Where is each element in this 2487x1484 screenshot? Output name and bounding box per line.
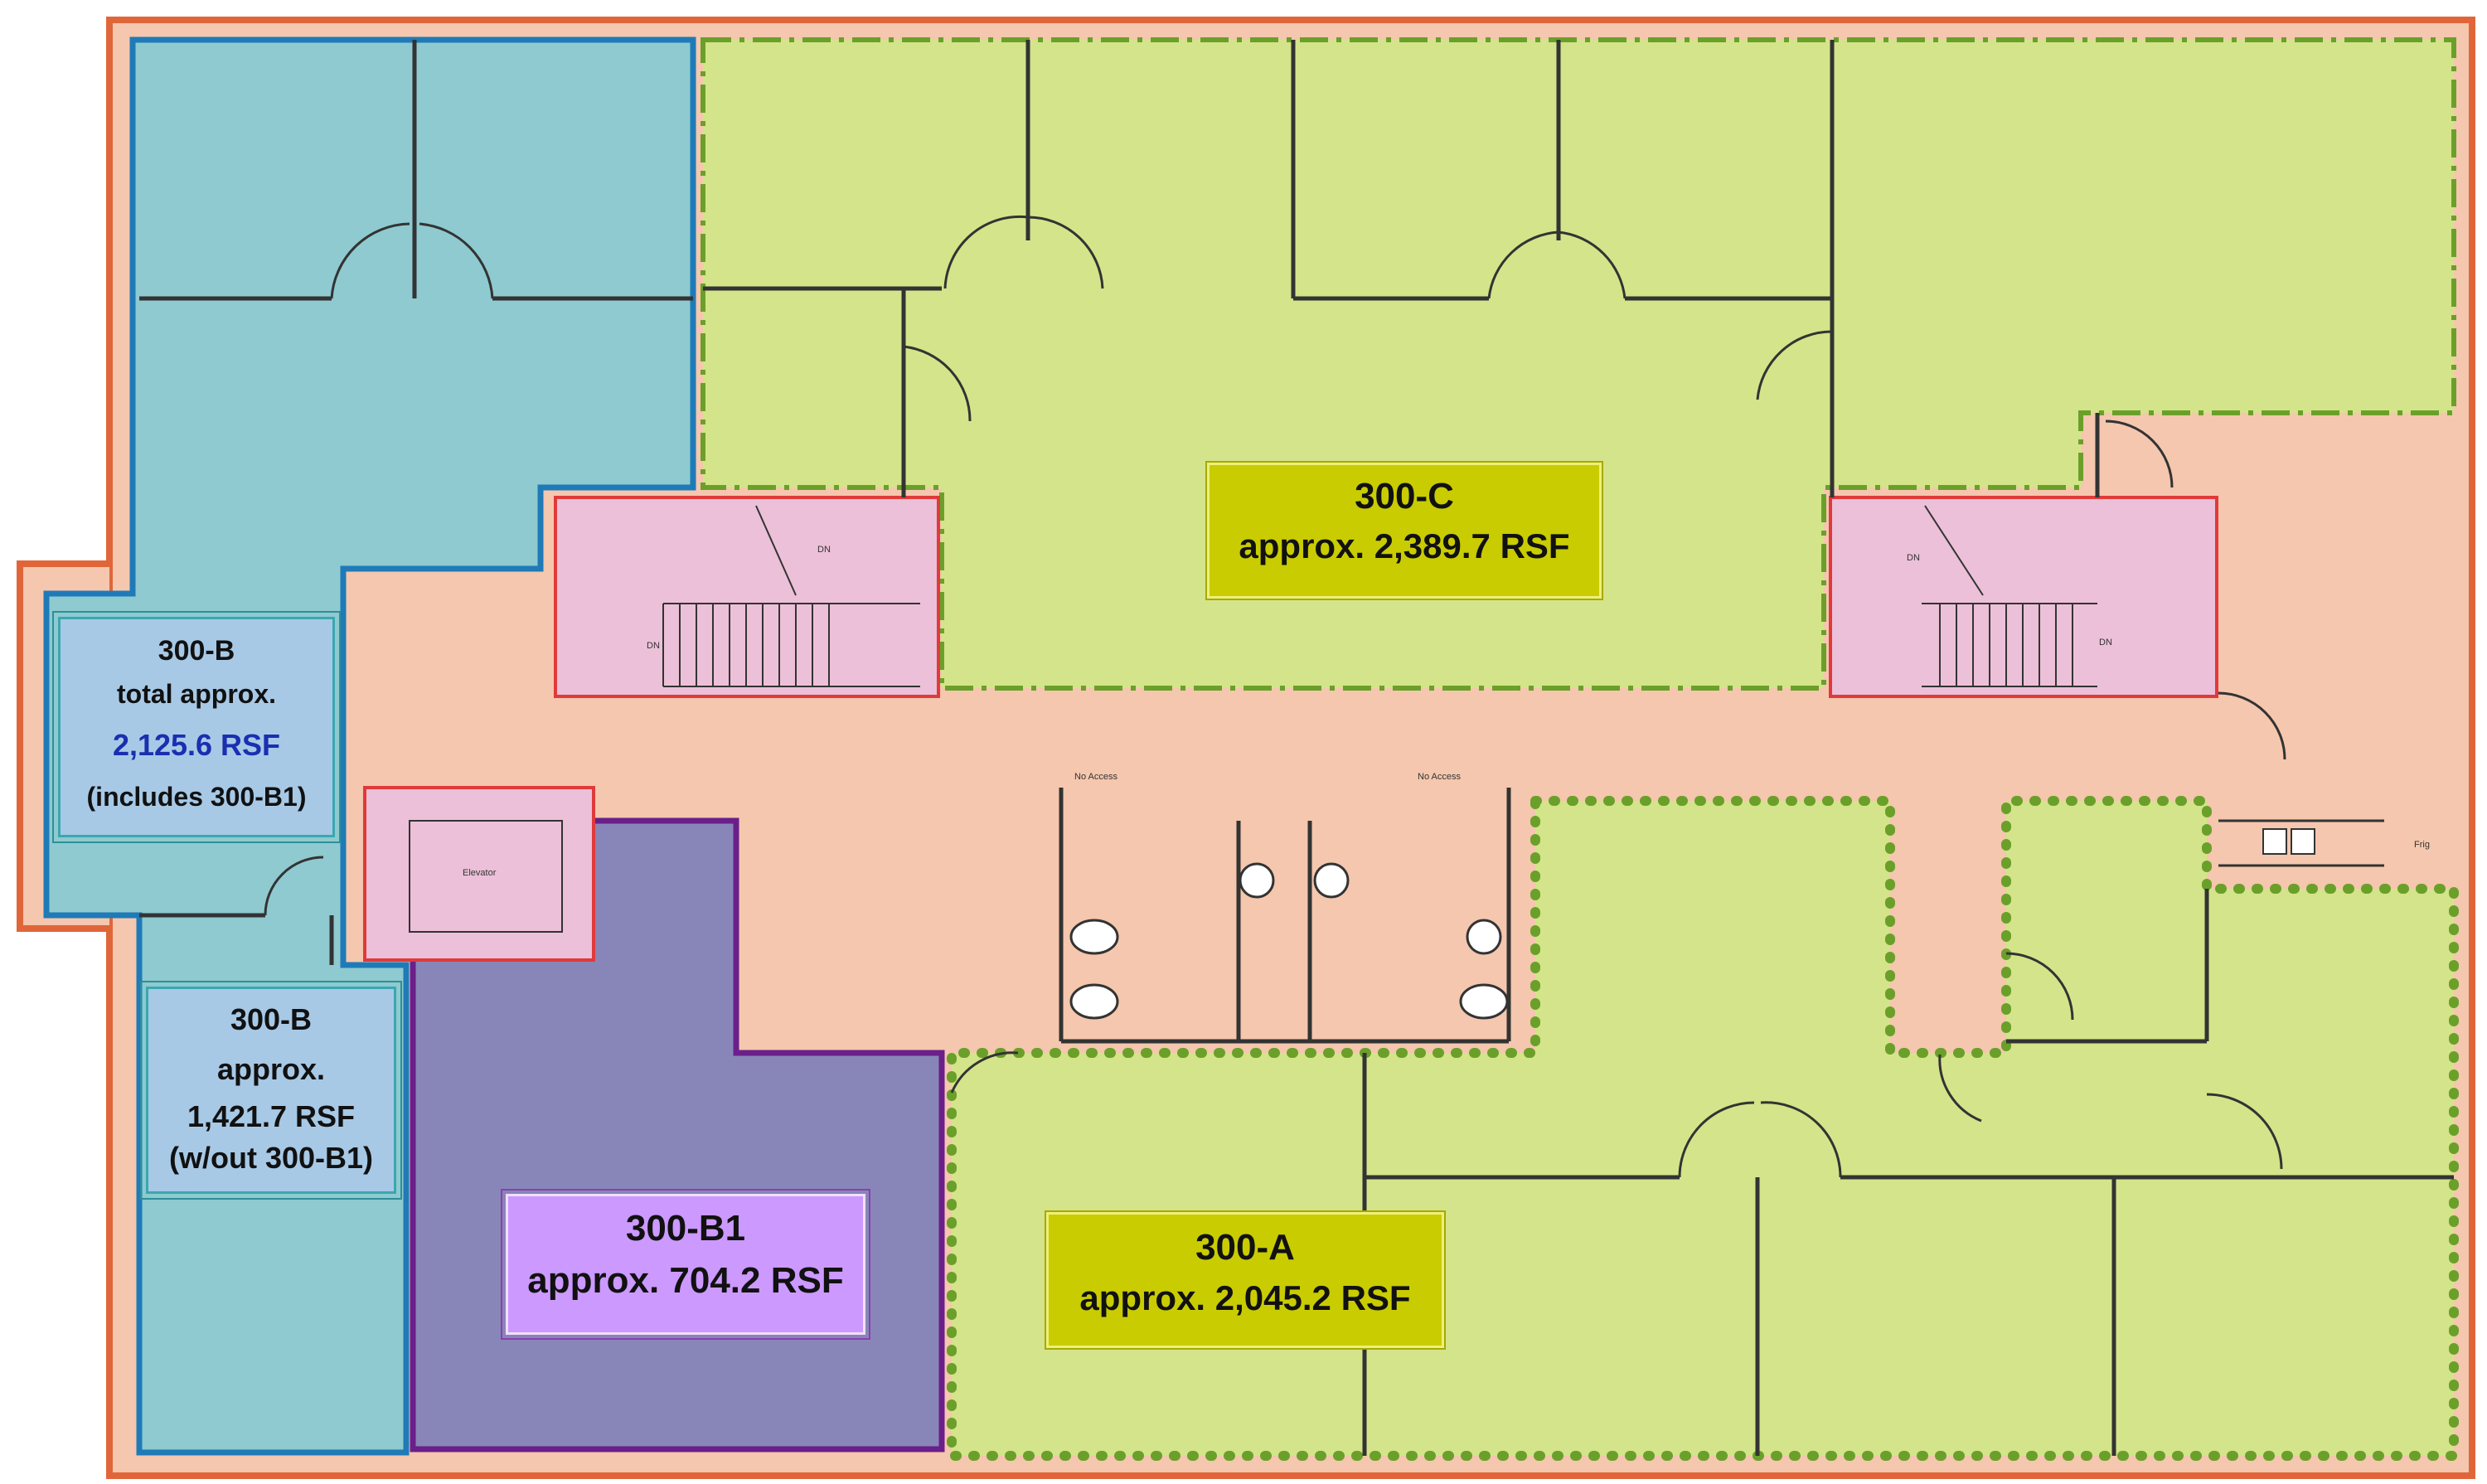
suite-300c-label: 300-C approx. 2,389.7 RSF xyxy=(1205,461,1603,600)
suite-300b-caption: approx. xyxy=(216,1052,326,1086)
suite-300b-total-label: 300-B total approx. 2,125.6 RSF (include… xyxy=(52,611,341,843)
suite-300b-total-caption: total approx. xyxy=(116,679,276,709)
suite-300b-label: 300-B approx. 1,421.7 RSF (w/out 300-B1) xyxy=(140,981,402,1200)
suite-300a-label: 300-A approx. 2,045.2 RSF xyxy=(1045,1210,1446,1350)
elevator-car xyxy=(409,820,563,933)
suite-300b-note: (w/out 300-B1) xyxy=(168,1141,374,1175)
restroom-no-access-label-1: No Access xyxy=(1074,772,1117,782)
suite-300b1-name: 300-B1 xyxy=(625,1208,746,1249)
suite-300b-total-note: (includes 300-B1) xyxy=(86,782,307,812)
suite-300b-total-name: 300-B xyxy=(158,635,235,667)
stair-dn-label-2: DN xyxy=(647,641,660,651)
fridge-label: Frig xyxy=(2414,840,2430,850)
stair-dn-label-4: DN xyxy=(2099,638,2112,647)
suite-300c-name: 300-C xyxy=(1355,476,1454,516)
restroom-no-access-label-2: No Access xyxy=(1418,772,1461,782)
suite-300c-area xyxy=(701,37,2456,691)
suite-300b1-area-text: approx. 704.2 RSF xyxy=(527,1260,844,1301)
suite-300a-name: 300-A xyxy=(1195,1227,1295,1268)
suite-300b-name: 300-B xyxy=(230,1002,313,1036)
elevator-label: Elevator xyxy=(463,868,497,878)
suite-300c-area-text: approx. 2,389.7 RSF xyxy=(1239,526,1570,565)
suite-300b-total-area: 2,125.6 RSF xyxy=(112,728,281,762)
suite-300a-area-text: approx. 2,045.2 RSF xyxy=(1079,1278,1411,1317)
suite-300b1-label: 300-B1 approx. 704.2 RSF xyxy=(501,1189,870,1340)
stair-dn-label-1: DN xyxy=(817,545,831,555)
stair-dn-label-3: DN xyxy=(1907,553,1920,563)
suite-300b-area: 1,421.7 RSF xyxy=(187,1099,356,1133)
